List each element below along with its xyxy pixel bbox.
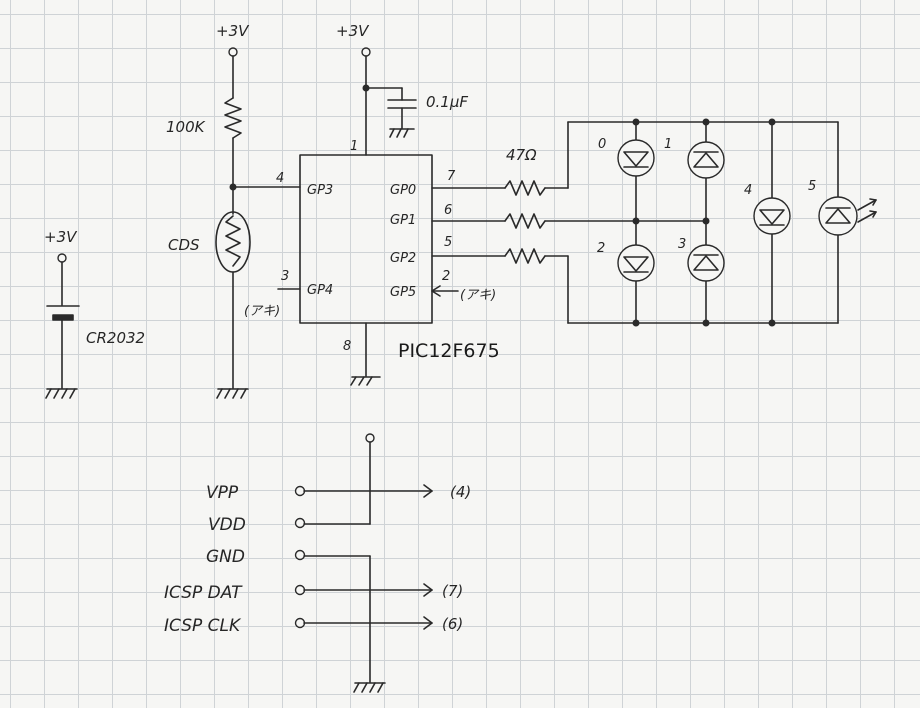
led-3-number: 3 (678, 237, 686, 252)
supply-terminal-cds (228, 47, 238, 57)
ground-symbol (216, 388, 249, 399)
led-3: 3 (678, 237, 725, 282)
junction-dot (768, 319, 776, 327)
led-5-number: 5 (808, 179, 816, 194)
chip-supply: +3V 0.1μF (336, 22, 468, 156)
spare-label-right: (アキ) (460, 288, 496, 303)
battery-branch: +3V CR2032 (44, 228, 145, 399)
light-ray (857, 199, 877, 211)
pin-label-gp5: GP5 (390, 285, 416, 300)
icsp-dat-label: ICSP DAT (164, 583, 243, 603)
pin-label-gp1: GP1 (390, 213, 416, 228)
supply-label-battery: +3V (44, 228, 78, 246)
junction-dot (768, 118, 776, 126)
led-1: 1 (664, 137, 725, 179)
spare-label-left: (アキ) (244, 304, 280, 319)
pin-number-4: 4 (276, 171, 284, 186)
ground-symbol (350, 376, 381, 386)
capacitor-label: 0.1μF (426, 93, 468, 111)
pin-number-5: 5 (444, 235, 452, 250)
chip-name-label: PIC12F675 (398, 340, 500, 362)
cds-photocell (215, 211, 251, 273)
led-matrix: 0 1 2 3 4 (567, 118, 877, 327)
resistor-gp2 (504, 248, 546, 264)
cds-branch: +3V 100K CDS (166, 22, 301, 399)
supply-terminal-chip (361, 47, 371, 57)
resistor-gp1 (504, 213, 546, 229)
icsp-gnd-label: GND (206, 547, 245, 567)
pin-number-6: 6 (444, 203, 452, 218)
junction-dot (702, 319, 710, 327)
icsp-gnd-terminal (294, 549, 306, 561)
resistor-100k (224, 97, 242, 139)
led-2-number: 2 (597, 241, 605, 256)
pin-number-2: 2 (442, 269, 450, 284)
icsp-dat-target: (7) (442, 582, 463, 600)
ground-symbol (353, 682, 386, 693)
led-4: 4 (744, 183, 791, 235)
icsp-vdd-terminal (294, 517, 306, 529)
pin-label-gp4: GP4 (307, 283, 333, 298)
resistor-47-label: 47Ω (506, 146, 537, 164)
led-1-number: 1 (664, 137, 672, 152)
resistor-100k-label: 100K (166, 118, 206, 136)
icsp-clk-target: (6) (442, 615, 463, 633)
icsp-clk-terminal (294, 617, 306, 629)
resistor-gp0 (504, 180, 546, 196)
supply-terminal-battery (57, 253, 67, 263)
battery-plate-negative (52, 314, 74, 321)
led-resistors: 47Ω (431, 146, 707, 264)
led-2: 2 (597, 241, 655, 282)
junction-dot (632, 217, 640, 225)
pic-chip: 1 4 GP3 3 GP4 (アキ) GP0 GP1 GP2 GP5 7 6 5… (244, 139, 500, 386)
pin-label-gp0: GP0 (390, 183, 416, 198)
led-0-number: 0 (598, 137, 606, 152)
junction-dot (632, 118, 640, 126)
pin-number-8: 8 (343, 339, 351, 354)
junction-dot (632, 319, 640, 327)
pin-label-gp2: GP2 (390, 251, 416, 266)
pin-number-7: 7 (447, 169, 456, 184)
supply-label-chip: +3V (336, 22, 370, 40)
ground-symbol (45, 388, 78, 399)
icsp-vpp-terminal (294, 485, 306, 497)
led-4-number: 4 (744, 183, 752, 198)
icsp-vpp-target: (4) (450, 483, 471, 501)
pin-number-3: 3 (281, 269, 289, 284)
led-5: 5 (808, 179, 877, 236)
pin-label-gp3: GP3 (307, 183, 333, 198)
icsp-dat-terminal (294, 584, 306, 596)
cds-label: CDS (168, 236, 200, 254)
light-ray (857, 211, 877, 223)
icsp-vdd-label: VDD (208, 515, 246, 535)
pin-number-1: 1 (350, 139, 358, 154)
ground-symbol (389, 128, 415, 138)
supply-label-cds: +3V (216, 22, 250, 40)
led-0: 0 (598, 137, 655, 177)
battery-label: CR2032 (86, 329, 145, 347)
junction-dot (702, 217, 710, 225)
junction-dot (702, 118, 710, 126)
icsp-header: VPP (4) VDD GND ICSP DAT (7) ICSP CLK (6… (164, 433, 471, 693)
icsp-vpp-label: VPP (206, 483, 239, 503)
icsp-clk-label: ICSP CLK (164, 616, 242, 636)
icsp-top-terminal (365, 433, 375, 443)
